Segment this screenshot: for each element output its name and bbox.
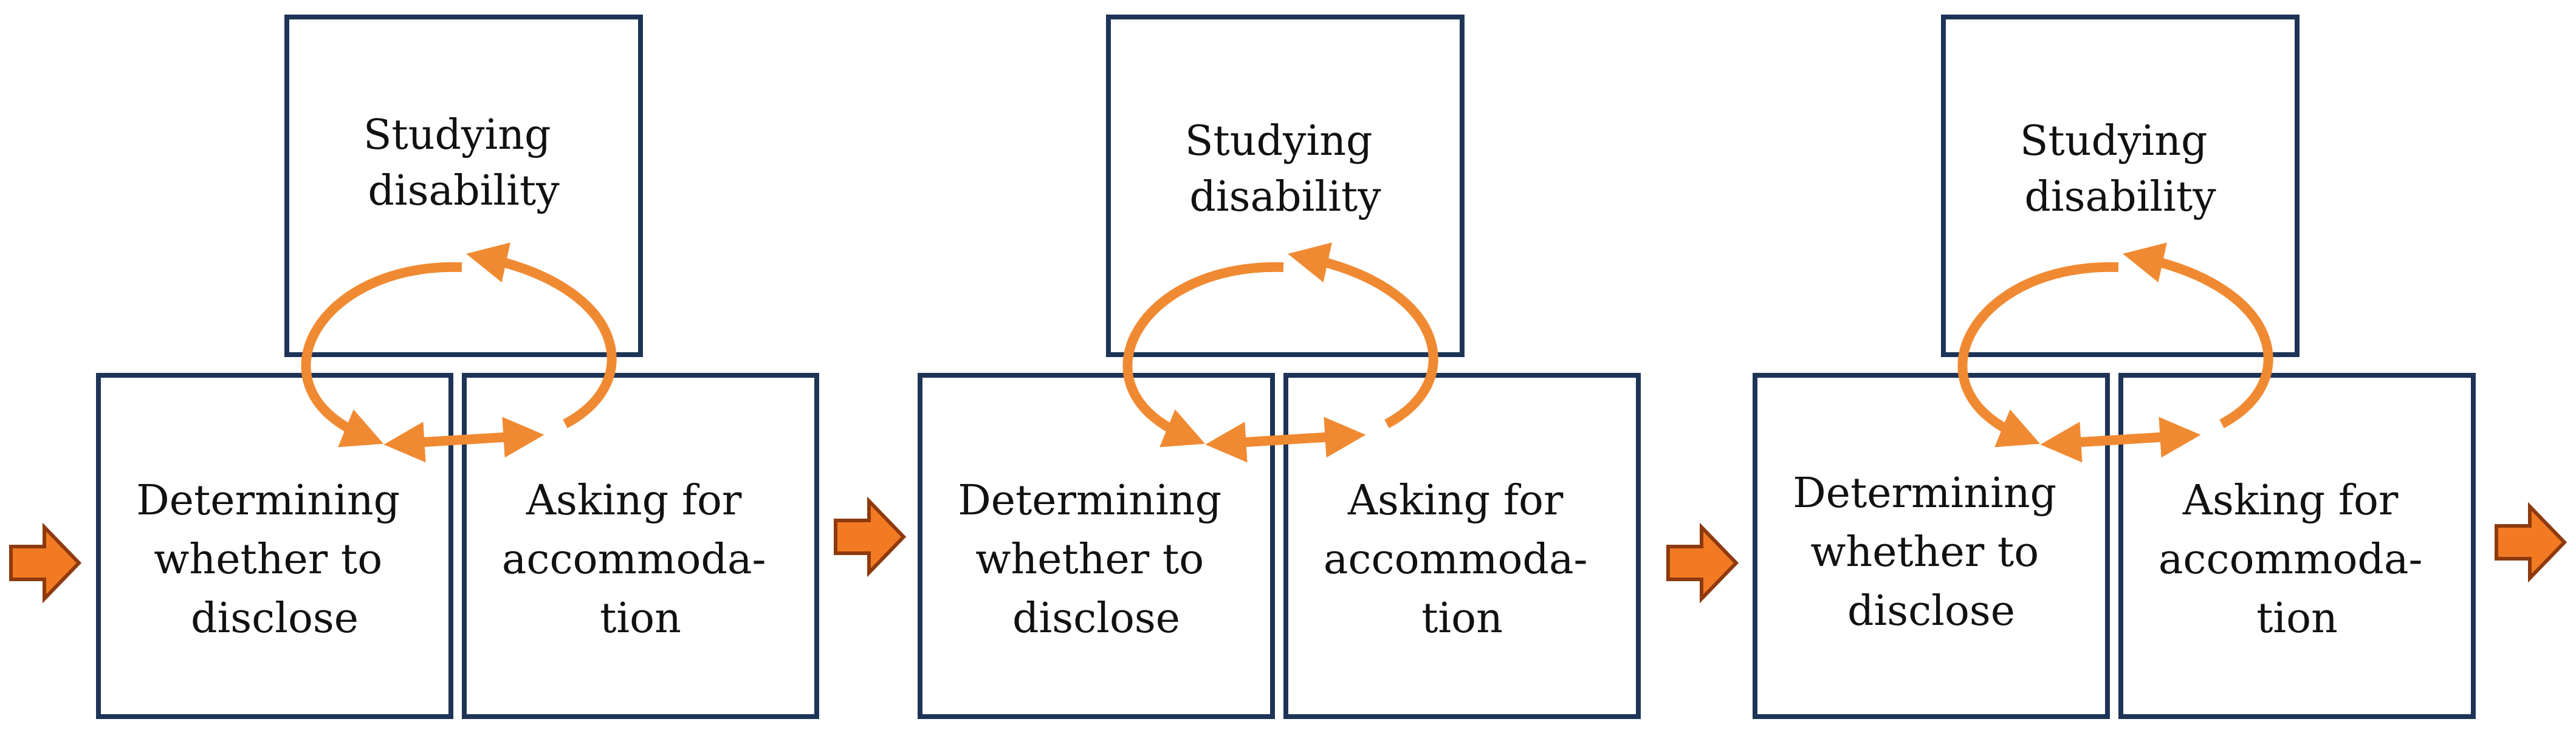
determining-disclosure-box: Determining whether to disclose	[96, 373, 453, 719]
cycle-arrow-to-studying	[1288, 242, 1438, 429]
flow-arrow-2	[834, 496, 907, 578]
box-label-line: Determining	[136, 477, 400, 525]
asking-accommodation-box: Asking for accommoda- tion	[462, 373, 819, 719]
cycle-arrow-to-determining	[301, 262, 462, 448]
box-label-line: Studying	[2020, 117, 2208, 165]
box-label-line: whether to	[154, 536, 382, 584]
cycle-arrow-to-studying	[2123, 242, 2273, 429]
flow-arrow-3	[1666, 522, 1739, 604]
stage-2: Studying disability Determining whether …	[918, 15, 1641, 719]
box-label-line: Asking for	[1347, 477, 1564, 525]
bidirectional-arrow	[2040, 417, 2201, 463]
determining-disclosure-box: Determining whether to disclose	[918, 373, 1275, 719]
box-label-line: Studying	[1185, 117, 1373, 165]
box-label-line: accommoda-	[1324, 536, 1588, 584]
svg-text:Studying disability: Studying disability	[1185, 117, 1386, 221]
asking-accommodation-box: Asking for accommoda- tion	[2118, 373, 2476, 719]
box-label-line: Studying	[363, 111, 551, 159]
box-label-line: disability	[2024, 173, 2216, 221]
box-label-line: Determining	[958, 477, 1221, 525]
box-label-line: disclose	[191, 595, 359, 643]
cycle-arrow-to-determining	[1122, 262, 1284, 448]
box-label-line: disability	[368, 167, 560, 215]
svg-text:Determining whether to: Determining whether to disclose	[958, 477, 1235, 643]
svg-text:Studying disability: Studying disability	[363, 111, 564, 215]
box-label-line: whether to	[975, 536, 1204, 584]
box-label-line: Asking for	[2182, 477, 2399, 525]
box-label-line: disclose	[1847, 587, 2015, 635]
bidirectional-arrow	[1205, 417, 1366, 463]
svg-text:Asking for accommoda-: Asking for accommoda- tion	[1324, 477, 1601, 643]
box-label-line: tion	[1421, 595, 1503, 643]
svg-text:Asking for accommoda-: Asking for accommoda- tion	[502, 477, 779, 643]
bidirectional-arrow	[383, 417, 544, 463]
cycle-arrow-to-studying	[466, 242, 617, 429]
box-label-line: disclose	[1012, 595, 1180, 643]
box-label-line: accommoda-	[502, 536, 766, 584]
svg-text:Studying disability: Studying disability	[2020, 117, 2221, 221]
box-label-line: tion	[600, 595, 681, 643]
determining-disclosure-box: Determining whether to disclose	[1753, 373, 2110, 719]
svg-text:Determining whether to: Determining whether to disclose	[1793, 469, 2070, 635]
flow-arrow-1	[9, 522, 82, 604]
box-label-line: tion	[2256, 595, 2338, 643]
box-label-line: Determining	[1793, 469, 2056, 517]
svg-text:Determining whether to: Determining whether to disclose	[136, 477, 413, 643]
box-label-line: accommoda-	[2159, 536, 2423, 584]
asking-accommodation-box: Asking for accommoda- tion	[1283, 373, 1641, 719]
box-label-line: disability	[1189, 173, 1381, 221]
stage-1: Studying disability Determining whether …	[96, 15, 819, 719]
svg-text:Asking for accommoda-: Asking for accommoda- tion	[2159, 477, 2436, 643]
box-label-line: Asking for	[526, 477, 742, 525]
cycle-arrow-to-determining	[1957, 262, 2119, 448]
flow-arrow-4	[2495, 502, 2567, 583]
box-label-line: whether to	[1810, 528, 2039, 576]
flow-arrows	[9, 496, 2567, 604]
stage-3: Studying disability Determining whether …	[1753, 15, 2476, 719]
